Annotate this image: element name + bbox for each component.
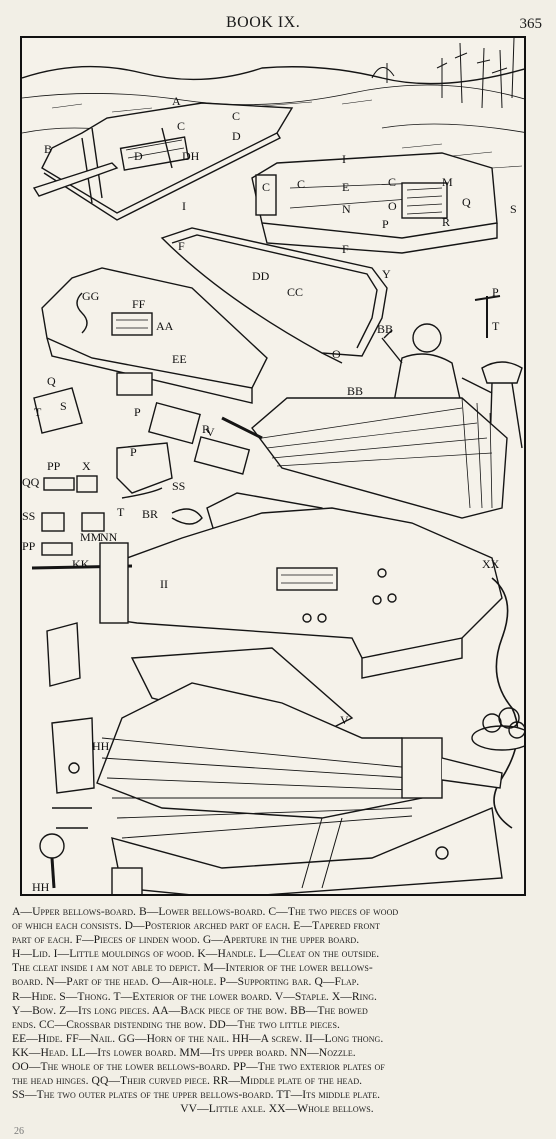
figure-label: DH <box>182 149 200 163</box>
caption-line: R—Hide. S—Thong. T—Exterior of the lower… <box>12 989 377 1003</box>
figure-label: GG <box>82 289 100 303</box>
page-number: 365 <box>519 16 543 32</box>
figure-label: D <box>232 129 241 143</box>
figure-label: I <box>182 199 186 213</box>
figure-label: C <box>232 109 240 123</box>
figure-label: E <box>342 180 349 194</box>
figure-label: PP <box>47 459 61 473</box>
caption-line: ends. CC—Crossbar distending the bow. DD… <box>12 1017 340 1031</box>
caption-line: A—Upper bellows-board. B—Lower bellows-b… <box>12 905 399 918</box>
figure-label: KK <box>72 557 90 571</box>
board-with-holes <box>31 492 503 679</box>
figure-label: C <box>177 119 185 133</box>
caption-line: VV—Little axle. XX—Whole bellows. <box>180 1102 374 1116</box>
basket-of-stones <box>471 707 524 751</box>
figure-label: HH <box>92 739 110 753</box>
caption-line: SS—The two outer plates of the upper bel… <box>12 1088 381 1102</box>
figure-label: P <box>130 445 137 459</box>
figure-label: R <box>202 422 210 436</box>
caption-line: H—Lid. I—Little mouldings of wood. K—Han… <box>12 947 380 961</box>
caption-line: KK—Head. LL—Its lower board. MM—Its uppe… <box>12 1045 356 1059</box>
figure-label: EE <box>172 352 187 366</box>
figure-label: B <box>44 142 52 156</box>
small-parts <box>33 372 251 889</box>
caption-line: Y—Bow. Z—Its long pieces. AA—Back piece … <box>12 1003 368 1017</box>
figure-label: CC <box>287 285 303 299</box>
woodcut-illustration: A B C C D D DH I I C C E N C O P M Q S R… <box>20 36 526 896</box>
figure-label: PP <box>22 539 36 553</box>
figure-label: SS <box>22 509 35 523</box>
figure-label: C <box>388 175 396 189</box>
figure-label: Q <box>47 374 56 388</box>
figure-label: X <box>82 459 91 473</box>
figure-label: V <box>206 425 215 439</box>
figure-label: T <box>117 505 125 519</box>
upper-bellows-board <box>32 102 294 221</box>
figure-label: O <box>332 347 341 361</box>
landscape-background <box>22 38 524 169</box>
figure-label: I <box>342 152 346 166</box>
figure-label: A <box>172 94 181 108</box>
caption-line: OO—The whole of the lower bellows-board.… <box>12 1060 385 1074</box>
figure-label: AA <box>156 319 174 333</box>
page-header: BOOK IX. 365 <box>0 8 556 36</box>
figure-label: C <box>262 180 270 194</box>
figure-label: Y <box>382 267 391 281</box>
figure-label: BB <box>377 322 393 336</box>
figure-labels: A B C C D D DH I I C C E N C O P M Q S R… <box>22 94 517 894</box>
figure-label: O <box>388 199 397 213</box>
figure-label: SS <box>172 479 185 493</box>
figure-label: T <box>34 405 42 419</box>
caption-line: part of each. F—Pieces of linden wood. G… <box>12 933 360 947</box>
figure-label: P <box>382 217 389 231</box>
lower-bellows-board <box>251 152 498 254</box>
figure-label: T <box>492 319 500 333</box>
figure-label: M <box>442 175 453 189</box>
whole-bellows <box>96 647 503 894</box>
figure-label: S <box>60 399 67 413</box>
caption-line: EE—Hide. FF—Nail. GG—Horn of the nail. H… <box>12 1031 384 1045</box>
figure-label: BB <box>347 384 363 398</box>
figure-label: S <box>510 202 517 216</box>
figure-label: DD <box>252 269 270 283</box>
figure-label: BR <box>142 507 158 521</box>
figure-label: N <box>342 202 351 216</box>
figure-label: F <box>342 242 349 256</box>
caption-line: of which each consists. D—Posterior arch… <box>12 919 381 933</box>
figure-label: QQ <box>22 475 40 489</box>
figure-label: Q <box>462 195 471 209</box>
figure-label: F <box>178 239 185 253</box>
figure-label: II <box>160 577 168 591</box>
bow-frame <box>160 227 388 364</box>
caption-line: the head hinges. QQ—Their curved piece. … <box>12 1074 363 1088</box>
figure-label: FF <box>132 297 146 311</box>
figure-label: P <box>134 405 141 419</box>
figure-label: C <box>297 177 305 191</box>
caption-line: The cleat inside i am not able to depict… <box>12 961 373 975</box>
footer-mark: 26 <box>14 1126 24 1137</box>
hide-bellows <box>221 397 508 519</box>
running-head: BOOK IX. <box>226 14 301 31</box>
figure-label: R <box>442 215 450 229</box>
figure-label: D <box>134 149 143 163</box>
caption-line: board. N—Part of the head. O—Air-hole. P… <box>12 975 360 989</box>
figure-label: P <box>492 285 499 299</box>
figure-caption: A—Upper bellows-board. B—Lower bellows-b… <box>12 905 542 1116</box>
figure-label: NN <box>100 530 118 544</box>
bellows-woodcut: A B C C D D DH I I C C E N C O P M Q S R… <box>22 38 524 894</box>
figure-label: MM <box>80 530 102 544</box>
figure-label: V <box>340 713 349 727</box>
long-thong <box>491 577 519 829</box>
svg-text:HH: HH <box>32 880 50 894</box>
figure-label: XX <box>482 557 500 571</box>
